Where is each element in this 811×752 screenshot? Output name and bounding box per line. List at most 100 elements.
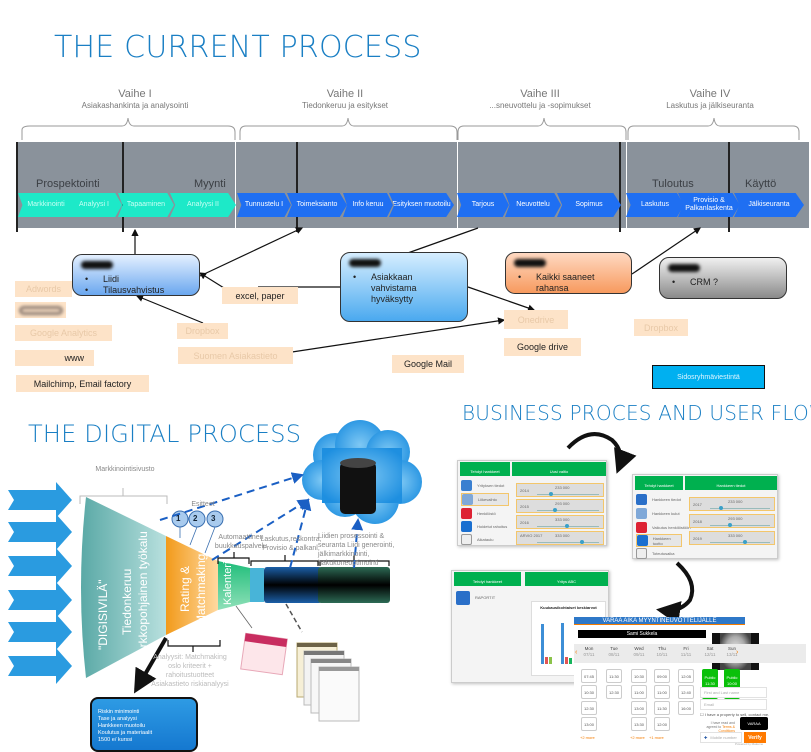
phase-divider bbox=[626, 128, 627, 232]
time-slot[interactable]: 11:00 bbox=[654, 685, 670, 699]
label-tiedonkeruu: Tiedonkeruu bbox=[120, 568, 134, 635]
menu-item[interactable]: Hankkeen kulut bbox=[636, 507, 680, 520]
time-slot[interactable]: 11:00 bbox=[631, 685, 647, 699]
label-digisivila: "DIGISIVILÄ" bbox=[96, 579, 110, 650]
time-slot[interactable]: 12:05 bbox=[678, 669, 694, 683]
slider-knob[interactable] bbox=[743, 540, 747, 544]
stage-kaytto: Käyttö bbox=[745, 178, 777, 190]
band-divider bbox=[16, 142, 18, 232]
time-slot[interactable]: 09:00 bbox=[654, 669, 670, 683]
blurred-logo-icon bbox=[18, 305, 63, 315]
slider-knob[interactable] bbox=[719, 506, 723, 510]
stakeholder-communication-button[interactable]: Sidosryhmäviestintä bbox=[652, 365, 765, 389]
time-slot[interactable]: 12:30 bbox=[606, 685, 622, 699]
phase-2: Vaihe II Tiedonkeruu ja esitykset bbox=[302, 88, 388, 110]
time-slot[interactable]: 10:30 bbox=[631, 669, 647, 683]
menu-item[interactable]: Hankkeen tiedot bbox=[636, 493, 681, 506]
slider-track[interactable] bbox=[710, 542, 770, 543]
more-slots-link[interactable]: +2 more bbox=[630, 735, 645, 740]
time-slot[interactable]: 10:30 bbox=[581, 685, 597, 699]
tool-google-analytics: Google Analytics bbox=[15, 325, 112, 341]
verify-button[interactable]: Verify bbox=[744, 732, 766, 743]
more-slots-link[interactable]: +2 more bbox=[580, 735, 595, 740]
label-kalenteri: Kalenteri bbox=[222, 561, 234, 605]
stage-tuloutus: Tuloutus bbox=[652, 178, 694, 190]
service-item: 1500 e/ kurssi bbox=[98, 737, 133, 743]
book-submit-button[interactable]: VARAA bbox=[740, 717, 768, 730]
phase-divider bbox=[457, 128, 458, 232]
label-analyysit: Analyysit: Matchmaking oslo kriteerit + … bbox=[151, 654, 229, 688]
more-slots-link[interactable]: +1 more bbox=[649, 735, 664, 740]
menu-item[interactable]: Vaikutus henkilöstöön bbox=[636, 521, 691, 534]
menu-item-active[interactable]: Liikevaihto bbox=[461, 493, 509, 506]
slider-knob[interactable] bbox=[580, 540, 585, 544]
service-item: Tase ja analyysi bbox=[98, 716, 137, 722]
redacted-label bbox=[81, 261, 113, 269]
tool-asiakastieto: Suomen Asiakastieto bbox=[178, 347, 293, 364]
slider-track[interactable] bbox=[537, 542, 599, 543]
time-slot[interactable]: 11:30 bbox=[654, 701, 670, 715]
name-input[interactable]: First and Last name bbox=[700, 687, 767, 698]
label-verkkopohjainen: verkkopohjainen työkalu bbox=[136, 531, 150, 660]
menu-item[interactable]: Henkilöstö bbox=[461, 507, 496, 520]
database-icon bbox=[340, 462, 376, 514]
time-slot[interactable]: 12:00 bbox=[654, 717, 670, 731]
number-1: 1 bbox=[176, 514, 181, 523]
tool-excel: excel, paper bbox=[222, 287, 298, 304]
label-laskutus: Laskutus,reskontra, Provisio & palkanl. bbox=[260, 536, 322, 552]
next-week-icon[interactable]: › bbox=[736, 649, 739, 656]
slider-knob[interactable] bbox=[549, 492, 554, 496]
terms-link[interactable]: Terms & Conditions bbox=[718, 725, 735, 733]
booking-header: VARAA AIKA MYYNTINEUVOTTELIJALLE bbox=[574, 617, 745, 625]
phase-3: Vaihe III ...sneuvottelu ja -sopimukset bbox=[489, 88, 591, 110]
menu-item[interactable]: Hoidetut rahoitus bbox=[461, 520, 507, 533]
time-slot[interactable]: 16:00 bbox=[678, 701, 694, 715]
tool-redacted-logo bbox=[15, 302, 66, 318]
menu-item[interactable]: Aikataulu bbox=[461, 533, 493, 546]
menu-item-reports[interactable]: RAPORTIT bbox=[456, 590, 495, 605]
time-slot[interactable]: 13:30 bbox=[631, 717, 647, 731]
phase-divider bbox=[235, 128, 236, 232]
phase-4: Vaihe IV Laskutus ja jälkiseuranta bbox=[666, 88, 754, 110]
documents-icon bbox=[296, 642, 360, 722]
chevron-step: Toimeksianto bbox=[287, 193, 347, 217]
redacted-label bbox=[668, 264, 700, 272]
slider-track[interactable] bbox=[537, 510, 599, 511]
tool-mailchimp: Mailchimp, Email factory bbox=[16, 375, 149, 392]
slider-knob[interactable] bbox=[552, 508, 557, 512]
time-slot[interactable]: 11:30 bbox=[606, 669, 622, 683]
contact-checkbox[interactable]: ☐ I have a property to sell, contact me. bbox=[700, 712, 770, 717]
tool-onedrive: Onedrive bbox=[504, 310, 568, 329]
time-slot[interactable]: 13:00 bbox=[581, 717, 597, 731]
chevron-step: Analyysi II bbox=[170, 193, 236, 217]
menu-item[interactable]: Yrityksen tiedot bbox=[461, 479, 504, 492]
number-3: 3 bbox=[211, 514, 216, 523]
tool-adwords: Adwords bbox=[15, 281, 72, 297]
time-slot[interactable]: 12:30 bbox=[581, 701, 597, 715]
slider-track[interactable] bbox=[537, 494, 599, 495]
menu-item-active[interactable]: Hankkeen tuotto bbox=[636, 534, 682, 547]
service-item: Koulutus ja materiaalit bbox=[98, 730, 153, 736]
menu-item[interactable]: Toteutusaika bbox=[636, 547, 674, 560]
mobile-number-input[interactable]: ✚Mobile number bbox=[700, 732, 742, 743]
time-slot[interactable]: 13:00 bbox=[631, 701, 647, 715]
current-process-title: THE CURRENT PROCESS bbox=[54, 30, 422, 65]
time-slot[interactable]: 12:40 bbox=[678, 685, 694, 699]
time-slot[interactable]: 07:45 bbox=[581, 669, 597, 683]
label-matchmaking: Matchmaking bbox=[194, 553, 208, 625]
slider-knob[interactable] bbox=[728, 523, 732, 527]
slider-track[interactable] bbox=[710, 525, 770, 526]
email-input[interactable]: Email bbox=[700, 699, 767, 710]
salesperson-name: Sami Sukkela bbox=[578, 630, 706, 638]
prev-week-icon[interactable]: ‹ bbox=[575, 649, 578, 656]
slider-knob[interactable] bbox=[564, 524, 569, 528]
chevron-step: Markkinointi bbox=[18, 193, 74, 217]
slider-track[interactable] bbox=[710, 508, 770, 509]
